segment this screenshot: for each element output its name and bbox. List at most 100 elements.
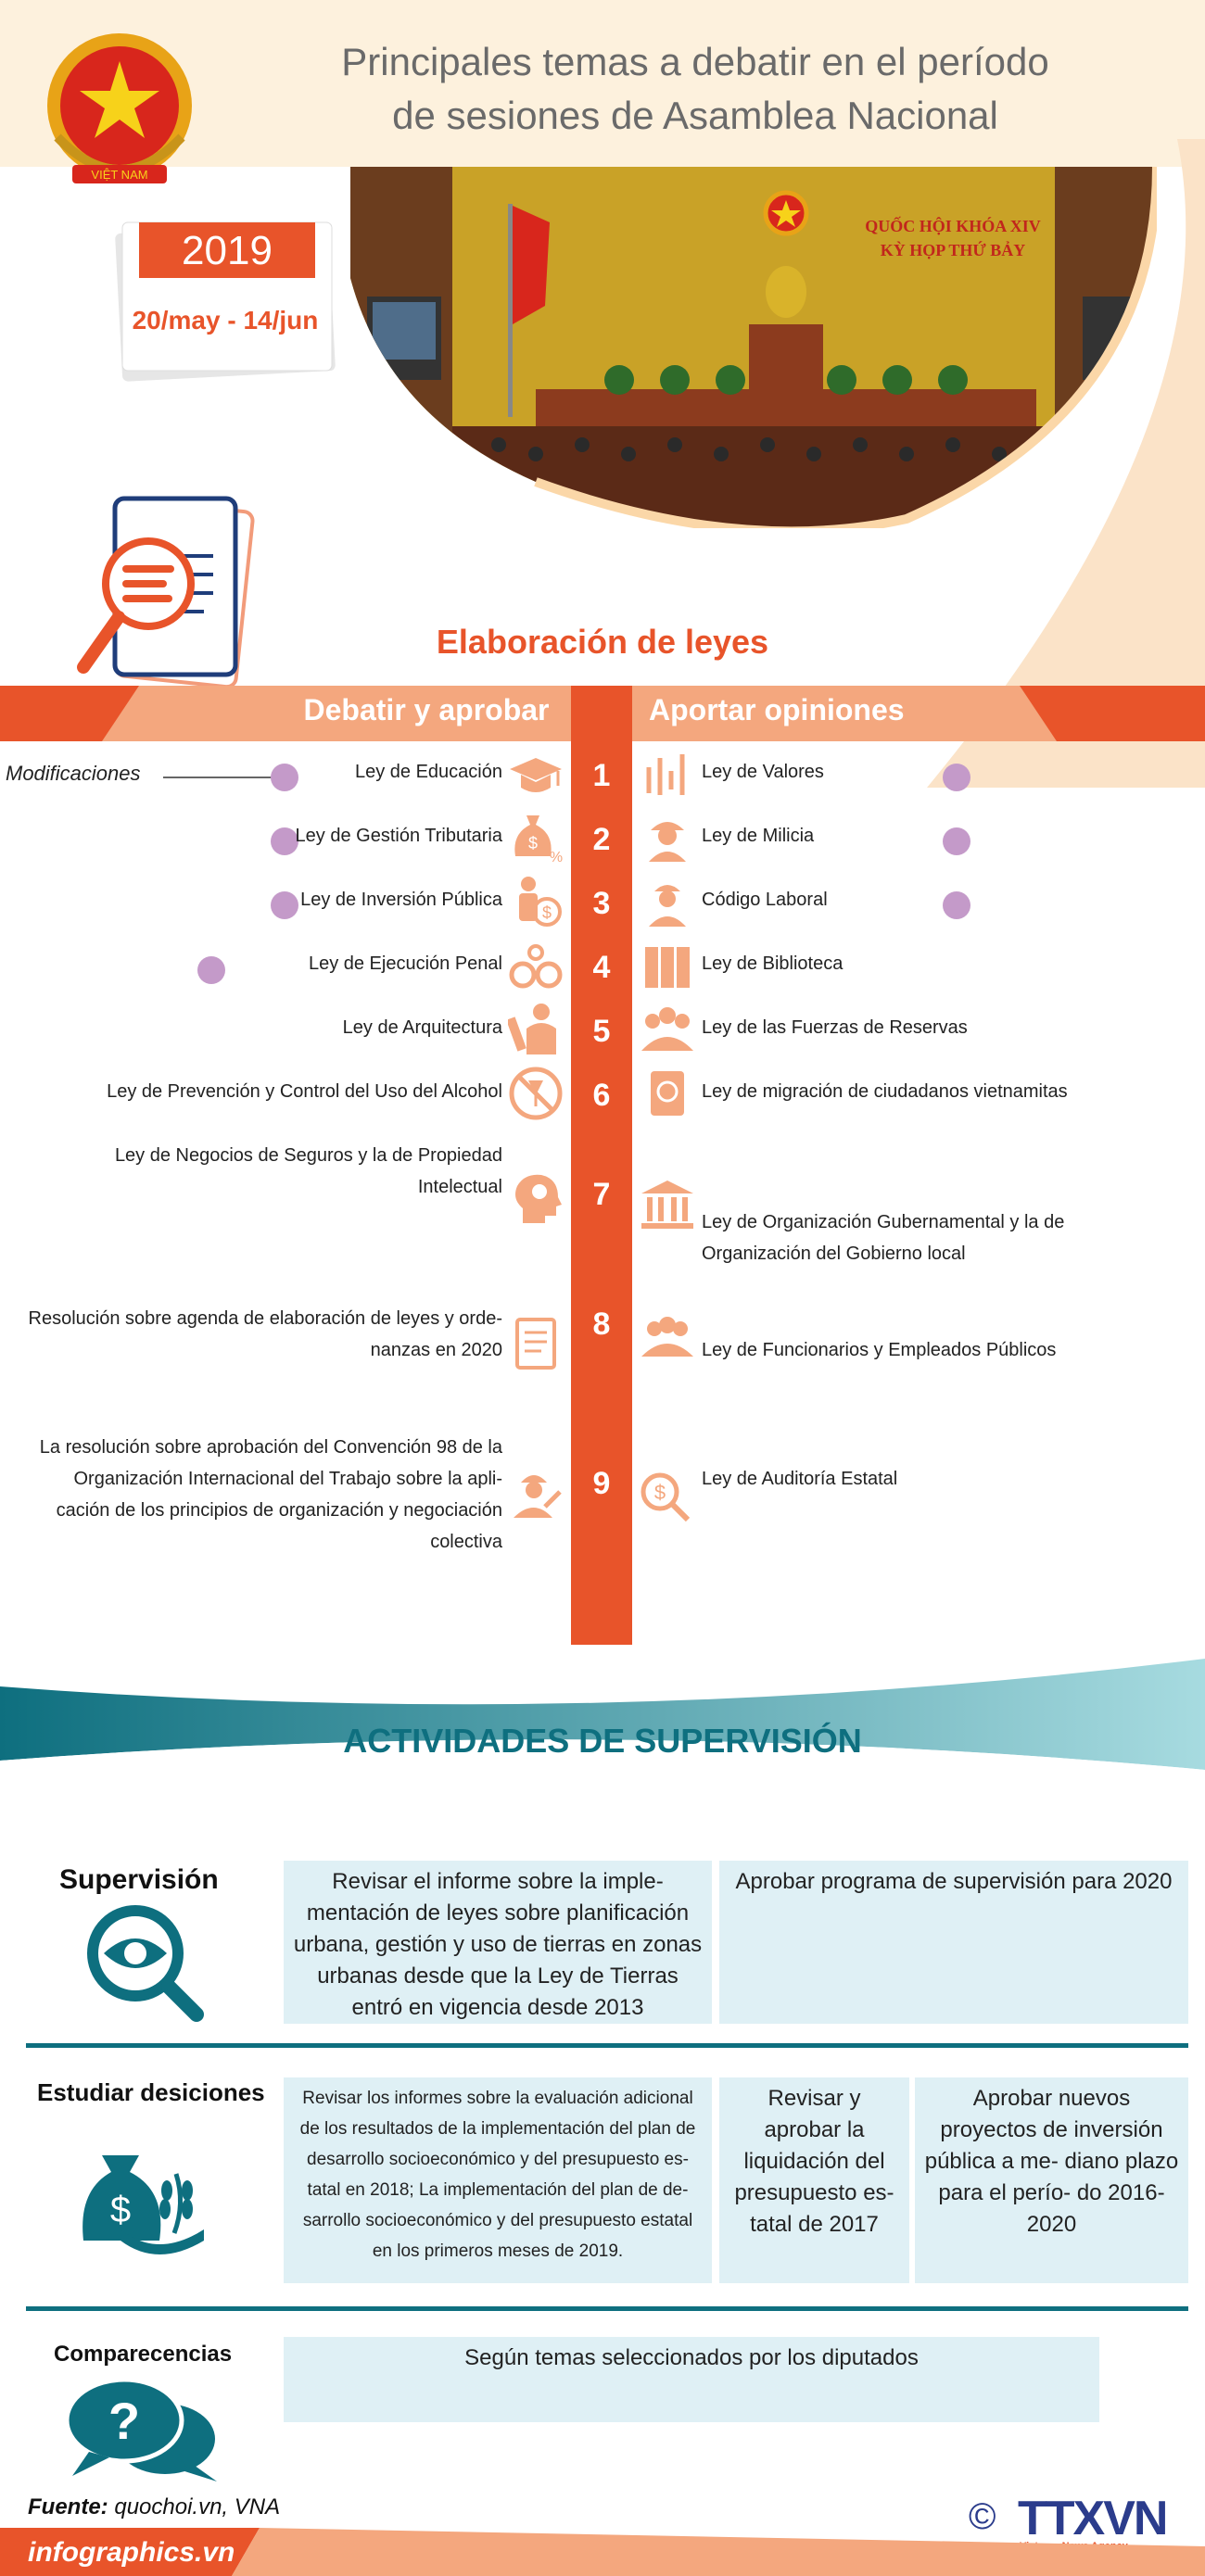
source-label: Fuente:: [28, 2494, 108, 2519]
row-label-comparecencias: Comparecencias: [54, 2342, 233, 2367]
law-number: 2: [592, 822, 611, 857]
session-dates: 20/may - 14/jun: [132, 306, 319, 335]
comparecencias-box: Según temas seleccionados por los diputa…: [284, 2337, 1099, 2422]
law-left-line: cación de los principios de organización…: [56, 1500, 502, 1521]
law-left-line: Ley de Negocios de Seguros y la de Propi…: [114, 1145, 502, 1166]
assembly-hall-photo: QUỐC HỘI KHÓA XIV KỲ HỌP THỨ BẢY: [350, 167, 1157, 528]
svg-text:$: $: [110, 2190, 131, 2230]
column-header-band: [0, 686, 1205, 741]
law-right-line: Organización del Gobierno local: [702, 1244, 966, 1264]
estudiar-box: Revisar los informes sobre la evaluación…: [284, 2077, 712, 2283]
law-left-line: nanzas en 2020: [370, 1340, 502, 1360]
law-right-text: Código Laboral: [702, 890, 828, 910]
law-left-text: Resolución sobre agenda de elaboración d…: [29, 1303, 502, 1366]
national-emblem-icon: VIỆT NAM: [47, 33, 192, 183]
title-line-1: Principales temas a debatir en el períod…: [341, 40, 1049, 83]
government-building-icon: [641, 1181, 693, 1229]
audit-icon: $: [641, 1472, 691, 1522]
copyright-symbol: ©: [969, 2496, 996, 2537]
graduation-cap-icon: [510, 758, 562, 792]
timeline-spine: [571, 686, 632, 1645]
modification-dot: [271, 891, 298, 919]
idea-head-icon: [515, 1174, 562, 1223]
column-header-aportar: Aportar opiniones: [649, 693, 905, 726]
law-left-text: Ley de Prevención y Control del Uso del …: [107, 1081, 502, 1102]
source-value: quochoi.vn, VNA: [114, 2494, 281, 2519]
supervision-box: Aprobar programa de supervisión para 202…: [719, 1861, 1188, 2024]
document-magnifier-icon: [77, 496, 255, 689]
row-divider: [26, 2306, 1188, 2311]
law-left-text: Ley de Gestión Tributaria: [295, 826, 502, 846]
books-icon: [645, 947, 690, 988]
row-label-supervision: Supervisión: [59, 1864, 219, 1895]
law-right-text: Ley de Valores: [702, 762, 824, 782]
modification-dot: [197, 956, 225, 984]
law-number: 9: [592, 1466, 611, 1501]
law-left-text: La resolución sobre aprobación del Conve…: [40, 1432, 502, 1558]
law-number: 5: [592, 1014, 611, 1049]
header-background: [0, 0, 1205, 167]
svg-text:%: %: [550, 850, 563, 865]
row-label-estudiar: Estudiar desiciones: [37, 2078, 265, 2106]
law-left-line: colectiva: [430, 1532, 502, 1552]
modifications-label: Modificaciones: [6, 762, 141, 785]
no-alcohol-icon: [509, 1067, 563, 1120]
soldier-icon: [649, 822, 686, 862]
law-left-text: Ley de Educación: [354, 762, 502, 782]
title-line-2: de sesiones de Asamblea Nacional: [392, 94, 998, 137]
architect-icon: [508, 1004, 556, 1054]
section-wave-divider: [0, 1659, 1205, 1816]
modifications-pointer-line: [163, 777, 284, 778]
law-number: 4: [592, 950, 611, 985]
law-number: 6: [592, 1078, 611, 1113]
law-left-text: Ley de Negocios de Seguros y la de Propi…: [115, 1140, 502, 1203]
law-right-text: Ley de migración de ciudadanos vietnamit…: [702, 1081, 1068, 1102]
header-swoosh: [927, 139, 1205, 788]
footer-bar: [0, 2528, 1205, 2576]
law-left-line: Intelectual: [417, 1177, 502, 1197]
svg-text:QUỐC HỘI KHÓA XIV: QUỐC HỘI KHÓA XIV: [865, 216, 1041, 235]
site-link[interactable]: infographics.vn: [28, 2537, 235, 2568]
law-right-text: Ley de las Fuerzas de Reservas: [702, 1017, 968, 1038]
law-left-text: Ley de Ejecución Penal: [308, 953, 502, 974]
supervision-box: Revisar el informe sobre la imple- menta…: [284, 1861, 712, 2024]
law-left-text: Ley de Inversión Pública: [300, 890, 502, 910]
section-title-leyes: Elaboración de leyes: [436, 623, 769, 661]
svg-text:$: $: [542, 903, 552, 922]
estudiar-box: Revisar y aprobar la liquidación del pre…: [719, 2077, 909, 2283]
law-left-line: Organización Internacional del Trabajo s…: [73, 1469, 503, 1489]
svg-text:KỲ HỌP THỨ BẢY: KỲ HỌP THỨ BẢY: [881, 240, 1026, 259]
svg-text:?: ?: [108, 2392, 140, 2450]
money-bag-wheat-icon: $: [82, 2155, 204, 2254]
modification-dot: [943, 891, 970, 919]
money-bag-icon: $%: [514, 815, 563, 865]
svg-text:$: $: [528, 834, 538, 852]
agency-logo-text: TTXVN: [1018, 2492, 1168, 2545]
law-left-line: La resolución sobre aprobación del Conve…: [39, 1437, 502, 1458]
investor-icon: $: [519, 877, 562, 927]
section-title-supervision: ACTIVIDADES DE SUPERVISIÓN: [343, 1722, 862, 1760]
page-title: Principales temas a debatir en el períod…: [297, 35, 1094, 143]
law-right-text: Ley de Auditoría Estatal: [702, 1469, 898, 1489]
calendar-icon: [115, 221, 336, 382]
calendar-year: 2019: [182, 228, 273, 273]
modification-dot: [271, 764, 298, 791]
handcuffs-icon: [509, 944, 563, 989]
law-number: 1: [592, 758, 611, 793]
worker-icon: [649, 885, 686, 927]
law-left-line: Resolución sobre agenda de elaboración d…: [28, 1308, 502, 1329]
column-header-debatir: Debatir y aprobar: [303, 693, 550, 726]
law-right-text: Ley de Biblioteca: [702, 953, 844, 974]
modification-dot: [271, 827, 298, 855]
modification-dot: [943, 827, 970, 855]
document-icon: [515, 1318, 556, 1370]
law-number: 7: [592, 1177, 611, 1212]
svg-text:VIỆT NAM: VIỆT NAM: [91, 168, 147, 182]
source-credit: Fuente: quochoi.vn, VNA: [28, 2494, 280, 2520]
passport-icon: [651, 1071, 684, 1116]
eye-magnifier-icon: [87, 1905, 204, 2022]
law-right-line: Ley de Organización Gubernamental y la d…: [702, 1212, 1065, 1232]
row-divider: [26, 2043, 1188, 2048]
law-left-text: Ley de Arquitectura: [342, 1017, 502, 1038]
law-number: 8: [592, 1307, 611, 1342]
